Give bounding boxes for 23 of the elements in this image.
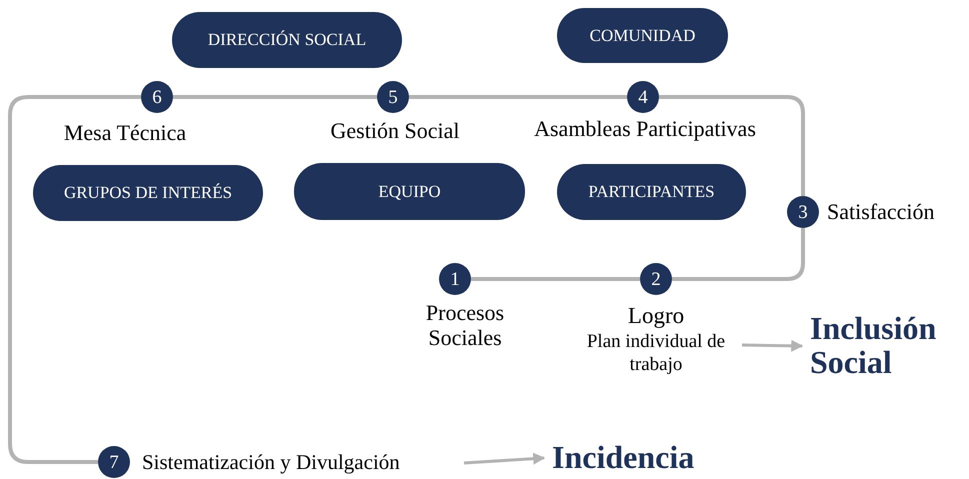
connector-line	[409, 95, 627, 99]
step-label: Mesa Técnica	[62, 120, 188, 146]
step-label: Gestión Social	[330, 118, 460, 144]
rounded-label-box: GRUPOS DE INTERÉS	[33, 165, 263, 221]
step-label: Satisfacción	[827, 199, 936, 224]
rounded-label-box: PARTICIPANTES	[557, 164, 746, 220]
arrow	[742, 340, 804, 352]
step-note: Plan individual de trabajo	[586, 330, 726, 376]
rounded-label-box: COMUNIDAD	[557, 8, 728, 63]
arrow	[464, 452, 546, 465]
step-label: Procesos Sociales	[424, 300, 506, 351]
outcome-label: Incidencia	[552, 438, 720, 478]
step-label: Logro	[628, 302, 684, 330]
connector-line	[659, 95, 805, 196]
connector-line	[672, 228, 805, 281]
rounded-label-box: DIRECCIÓN SOCIAL	[172, 12, 402, 68]
step-label: Sistematización y Divulgación	[142, 449, 464, 477]
outcome-label: Inclusión Social	[810, 308, 965, 384]
rounded-label-box: EQUIPO	[294, 163, 525, 220]
step-label: Asambleas Participativas	[533, 116, 757, 142]
connector-line	[471, 277, 640, 281]
connector-line	[173, 95, 377, 99]
connector-line	[8, 95, 141, 464]
